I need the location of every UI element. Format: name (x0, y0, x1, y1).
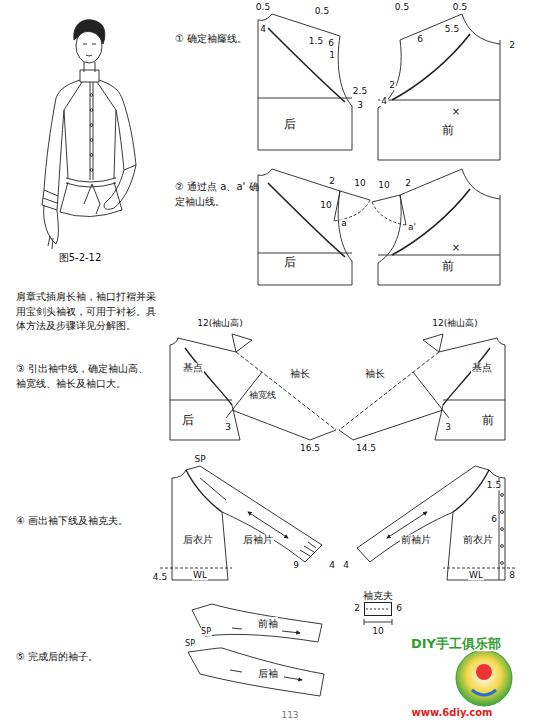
dimension-number: 0.5 (452, 3, 468, 12)
piece-name: 前 (481, 414, 495, 427)
point-name: 基点 (182, 363, 204, 374)
step-text: ⑤ 完成后的袖子。 (16, 650, 166, 665)
dimension-number: 5.5 (444, 25, 460, 34)
page-number: 113 (280, 711, 299, 720)
piece-name: 前 (441, 260, 455, 273)
step2-pattern (258, 169, 500, 285)
piece-name: 后袖 (258, 667, 278, 681)
description-text: 肩章式插肩长袖，袖口打褶并采用宝剑头袖衩，可用于衬衫。具体方法及步骤详见分解图。 (16, 290, 158, 334)
step5-sleeves (188, 604, 324, 696)
piece-name: 前衣片 (462, 535, 494, 546)
dimension-number: 4 (342, 561, 350, 570)
step-text: ③ 引出袖中线，确定袖山高、袖宽线、袖长及袖口大。 (16, 362, 158, 391)
dimension-number: 6 (395, 604, 403, 613)
dimension-number: 6 (327, 39, 335, 48)
dimension-number: 1.5 (308, 37, 324, 46)
dimension-name: 袖长 (364, 369, 386, 380)
line-name: 袖宽线 (248, 391, 277, 400)
piece-name: 袖克夫 (363, 589, 393, 603)
piece-name: 前袖 (258, 617, 278, 631)
point-name: a (340, 219, 348, 228)
dimension-number: 0.5 (255, 3, 271, 12)
piece-name: 后 (181, 414, 195, 427)
dimension-number: 2 (328, 177, 336, 186)
step4-front (357, 466, 515, 580)
dimension-name: 袖长 (289, 369, 311, 380)
pattern-piece: 前袖 (238, 615, 298, 633)
point-name: SP (193, 455, 206, 464)
piece-name: 后衣片 (182, 535, 214, 546)
step-text: ① 确定袖窿线。 (175, 32, 263, 47)
step-text: ② 通过点 a、a' 确定袖山线。 (175, 180, 263, 209)
step-text: ④ 画出袖下线及袖克夫。 (16, 514, 166, 529)
pattern-piece: 后袖 (238, 665, 298, 683)
dimension-number: 2.5 (352, 87, 368, 96)
dimension-number: 2 (388, 81, 396, 90)
dimension-number: 3 (224, 423, 232, 432)
piece-name: 前袖片 (400, 535, 432, 546)
dimension-number: 2 (508, 41, 516, 50)
watermark-text: www.6diy.com (410, 708, 493, 719)
step4-back (160, 466, 322, 580)
watermark-logo (456, 650, 512, 706)
point-name: a' (407, 223, 417, 232)
point-name: 基点 (471, 363, 493, 374)
dimension-number: 0.5 (314, 7, 330, 16)
figure-illustration (42, 20, 136, 249)
step3-back (170, 334, 336, 440)
dimension-number: 1 (328, 51, 336, 60)
dimension-number: 12(袖山高) (431, 319, 478, 328)
dimension-number: 10 (319, 201, 332, 210)
step3-front (339, 334, 505, 440)
piece-name: 后 (283, 118, 297, 131)
piece-name: 后 (283, 256, 297, 269)
dimension-number: 3 (356, 101, 364, 110)
dimension-number: 2 (353, 604, 361, 613)
figure-caption: 图5-2-12 (58, 253, 103, 264)
dimension-number: 6 (416, 35, 424, 44)
dimension-number: 4 (328, 561, 336, 570)
dimension-number: 3 (444, 423, 452, 432)
dimension-number: 4 (259, 25, 267, 34)
cuff-piece: 袖克夫 (364, 602, 392, 616)
piece-name: 前 (441, 124, 455, 137)
cuff-drawing (364, 609, 392, 625)
dimension-number: 1.5 (486, 481, 502, 490)
point-name: SP (184, 640, 196, 648)
point-name: SP (200, 628, 212, 636)
line-name: WL (192, 571, 208, 580)
dimension-number: 9 (292, 561, 300, 570)
dimension-number: 16.5 (299, 444, 321, 453)
dimension-number: 10 (377, 181, 390, 190)
point-mark: × (451, 243, 461, 254)
step1-pattern (258, 14, 500, 160)
dimension-number: 2 (404, 179, 412, 188)
point-mark: × (451, 107, 461, 118)
dimension-number: 10 (353, 179, 366, 188)
watermark-text: DIY手工俱乐部 (410, 637, 502, 651)
line-name: WL (468, 571, 484, 580)
dimension-number: 12(袖山高) (196, 319, 243, 328)
dimension-number: 14.5 (355, 444, 377, 453)
dimension-number: 10 (371, 627, 384, 636)
piece-name: 后袖片 (242, 535, 274, 546)
dimension-number: 0.5 (394, 3, 410, 12)
dimension-number: 4.5 (152, 573, 168, 582)
dimension-number: 4 (380, 97, 388, 106)
dimension-number: 8 (508, 571, 516, 580)
dimension-number: 6 (490, 515, 498, 524)
